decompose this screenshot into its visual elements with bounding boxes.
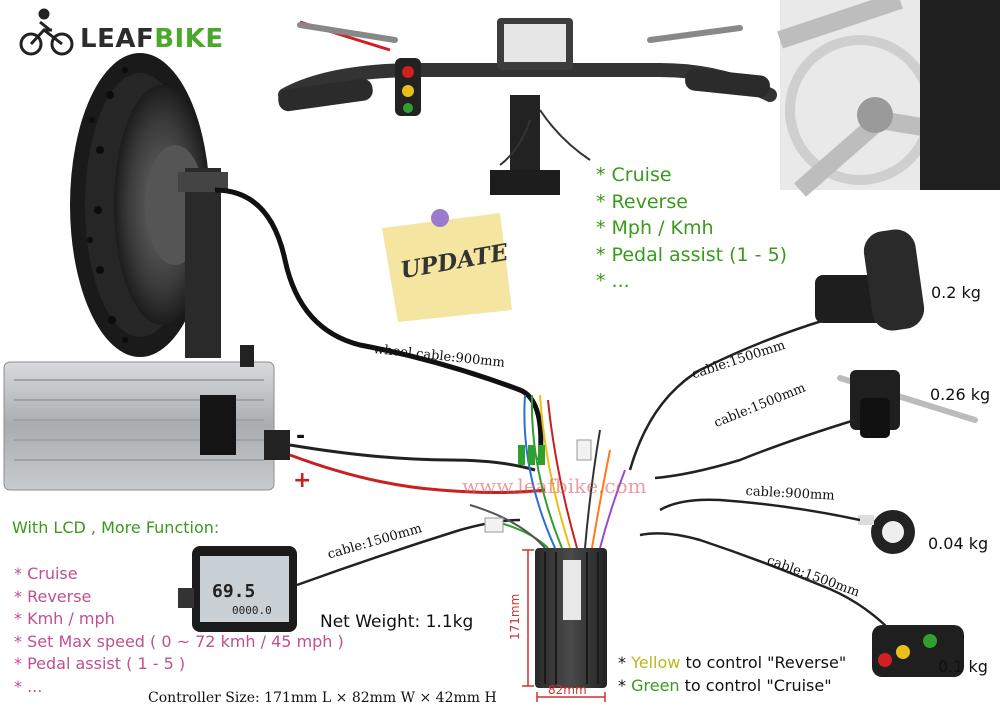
controller-wire-fan [469, 394, 626, 549]
lcd-feature-item: * Set Max speed ( 0 ~ 72 kmh / 45 mph ) [14, 631, 344, 651]
feature-item: * Reverse [596, 190, 688, 213]
brand-name-leaf: LEAF [80, 24, 155, 54]
connector-plugs [484, 439, 592, 533]
brake-weight: 0.26 kg [930, 385, 991, 404]
pas-sensor [858, 510, 915, 554]
lcd-feature-item: * Reverse [14, 586, 92, 606]
lcd-speed-readout: 69.5 [212, 581, 255, 602]
watermark: www.leafbike.com [462, 474, 647, 498]
feature-item: * Cruise [596, 164, 672, 186]
feature-item: * Pedal assist (1 - 5) [596, 243, 788, 266]
lcd-feature-item: * Kmh / mph [14, 609, 115, 629]
handlebar [278, 18, 777, 195]
battery [3, 345, 290, 491]
controller-net-weight: Net Weight: 1.1kg [320, 612, 474, 632]
lcd-display: 69.5 0000.0 [178, 546, 297, 632]
features-top-list: * Cruise * Reverse * Mph / Kmh * Pedal a… [596, 162, 787, 295]
wheel-cable [214, 187, 544, 461]
controller-height-label: 171mm [508, 593, 522, 640]
note-rest: to control "Cruise" [679, 676, 832, 695]
throttle-cable [628, 318, 826, 471]
lcd-feature-item: * Pedal assist ( 1 - 5 ) [14, 654, 186, 674]
note-prefix: * [618, 676, 632, 695]
update-sticky-note [382, 209, 512, 322]
crank-photo [777, 0, 1000, 197]
battery-negative-sign: - [296, 424, 306, 449]
feature-item: * Mph / Kmh [596, 217, 714, 239]
function-switch [872, 625, 964, 677]
battery-negative-cable [289, 443, 536, 472]
lcd-feature-item: * Cruise [14, 564, 78, 583]
battery-positive-cable [289, 453, 546, 494]
battery-positive-sign: + [293, 468, 312, 493]
lcd-features-list: * Cruise * Reverse * Kmh / mph * Set Max… [14, 563, 344, 699]
brand-logo: LEAFBIKE [80, 24, 224, 54]
controller-size: Controller Size: 171mm L × 82mm W × 42mm… [148, 690, 497, 706]
brake-cable [654, 418, 856, 480]
throttle-weight: 0.2 kg [931, 283, 981, 302]
controller-dimension-lines [522, 549, 606, 702]
switch-weight: 0.1 kg [938, 657, 988, 676]
pas-cable [659, 498, 861, 522]
note-color-word: Green [631, 676, 680, 695]
brand-name-bike: BIKE [154, 24, 224, 54]
hub-motor-wheel [70, 53, 228, 358]
controller-width-label: 82mm [548, 683, 587, 697]
lcd-section-title: With LCD , More Function: [12, 518, 220, 537]
note-color-word: Yellow [631, 653, 681, 672]
controller-box [535, 548, 607, 688]
lcd-feature-item: * ... [14, 676, 43, 696]
note-rest: to control "Reverse" [680, 653, 847, 672]
note-yellow: * Yellow to control "Reverse" [618, 653, 846, 672]
lcd-odo-readout: 0000.0 [232, 604, 272, 617]
pas-weight: 0.04 kg [928, 534, 989, 553]
switch-cable [639, 532, 891, 631]
note-green: * Green to control "Cruise" [618, 676, 832, 695]
brake-lever [837, 370, 978, 438]
note-prefix: * [618, 653, 632, 672]
throttle [815, 229, 925, 331]
feature-item: * ... [596, 270, 630, 292]
logo-rider-icon [19, 8, 74, 56]
